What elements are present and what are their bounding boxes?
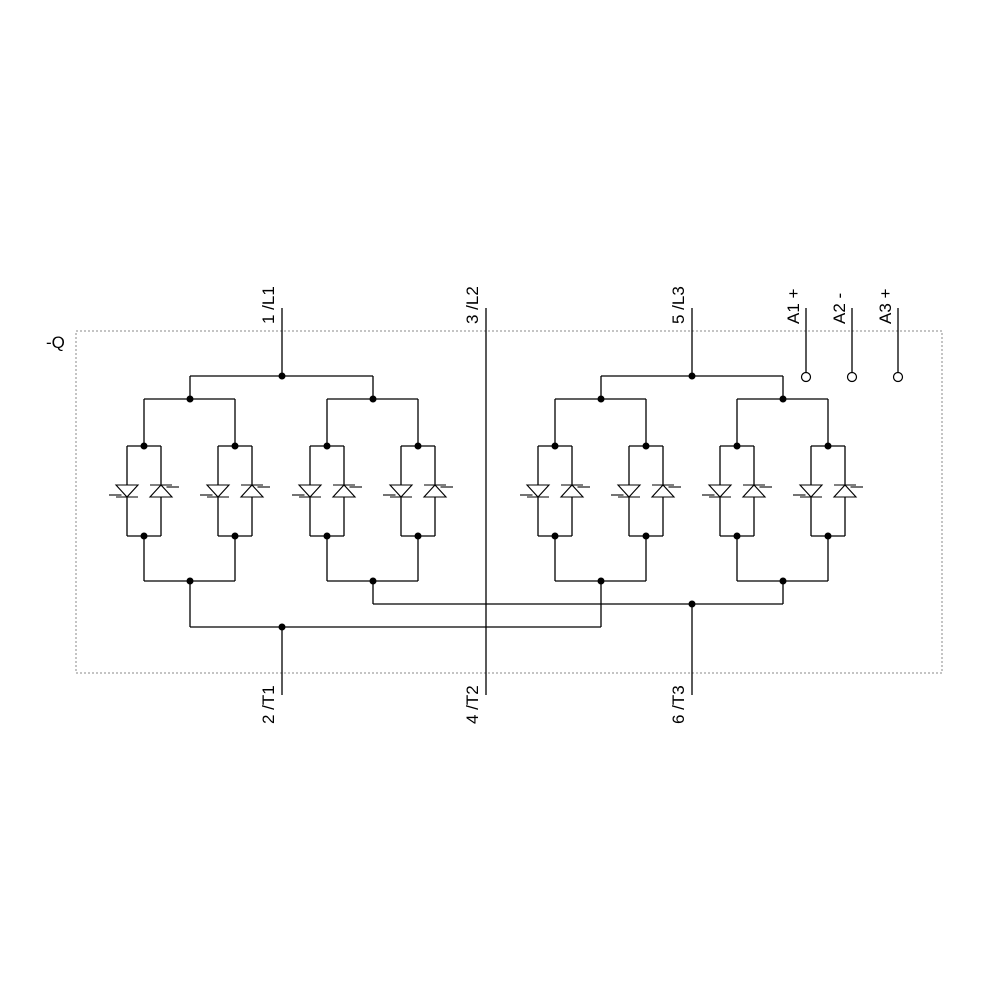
junction-dot [186, 577, 194, 585]
junction-dot [231, 442, 239, 450]
junction-dot [688, 372, 696, 380]
antiparallel-thyristor-pair [520, 442, 590, 540]
terminal-a1 [800, 371, 812, 383]
junction-dot [551, 442, 559, 450]
junction-dot [414, 532, 422, 540]
thyristor-reverse [741, 484, 767, 498]
terminal-a3 [892, 371, 904, 383]
junction-dot [186, 395, 194, 403]
thyristor-forward [616, 484, 642, 498]
thyristor-forward [297, 484, 323, 498]
junction-dot [824, 442, 832, 450]
thyristor-group-1 [109, 395, 270, 585]
junction-dot [551, 532, 559, 540]
junction-dot [597, 577, 605, 585]
terminal-label-a1: A1 + [784, 288, 803, 324]
junction-dot [779, 395, 787, 403]
wiring [189, 308, 904, 695]
junction-dot [231, 532, 239, 540]
junction-dot [414, 442, 422, 450]
junction-dot [369, 577, 377, 585]
device-enclosure [75, 330, 943, 674]
junction-dot [323, 442, 331, 450]
junction-dot [779, 577, 787, 585]
thyristor-group-3 [520, 395, 681, 585]
thyristor-reverse [331, 484, 357, 498]
junction-dot [824, 532, 832, 540]
thyristor-group-4 [702, 395, 863, 585]
antiparallel-thyristor-pair [702, 442, 772, 540]
terminal-label-t1: 2 /T1 [259, 685, 278, 724]
junction-dot [597, 395, 605, 403]
antiparallel-thyristor-pair [793, 442, 863, 540]
antiparallel-thyristor-pair [611, 442, 681, 540]
device-label: -Q [46, 333, 65, 352]
junction-dot [323, 532, 331, 540]
thyristor-forward [205, 484, 231, 498]
thyristor-reverse [832, 484, 858, 498]
junction-dot [140, 442, 148, 450]
thyristor-forward [525, 484, 551, 498]
thyristor-reverse [650, 484, 676, 498]
thyristor-forward [798, 484, 824, 498]
junction-dot [733, 532, 741, 540]
junction-dot [140, 532, 148, 540]
terminal-label-l2: 3 /L2 [463, 286, 482, 324]
antiparallel-thyristor-pair [292, 442, 362, 540]
thyristor-groups [109, 395, 863, 585]
thyristor-reverse [148, 484, 174, 498]
junction-dot [642, 532, 650, 540]
terminal-label-l1: 1 /L1 [259, 286, 278, 324]
terminal-a2 [846, 371, 858, 383]
thyristor-forward [114, 484, 140, 498]
antiparallel-thyristor-pair [200, 442, 270, 540]
terminal-label-l3: 5 /L3 [669, 286, 688, 324]
thyristor-forward [388, 484, 414, 498]
antiparallel-thyristor-pair [109, 442, 179, 540]
terminal-label-t2: 4 /T2 [463, 685, 482, 724]
junction-dot [369, 395, 377, 403]
terminal-label-t3: 6 /T3 [669, 685, 688, 724]
terminal-label-a2: A2 - [830, 293, 849, 324]
junction-dot [278, 623, 286, 631]
terminal-label-a3: A3 + [876, 288, 895, 324]
junction-dot [642, 442, 650, 450]
thyristor-reverse [422, 484, 448, 498]
thyristor-group-2 [292, 395, 453, 585]
junction-dot [688, 600, 696, 608]
junction-dot [278, 372, 286, 380]
thyristor-reverse [239, 484, 265, 498]
antiparallel-thyristor-pair [383, 442, 453, 540]
thyristor-forward [707, 484, 733, 498]
junction-dot [733, 442, 741, 450]
thyristor-reverse [559, 484, 585, 498]
